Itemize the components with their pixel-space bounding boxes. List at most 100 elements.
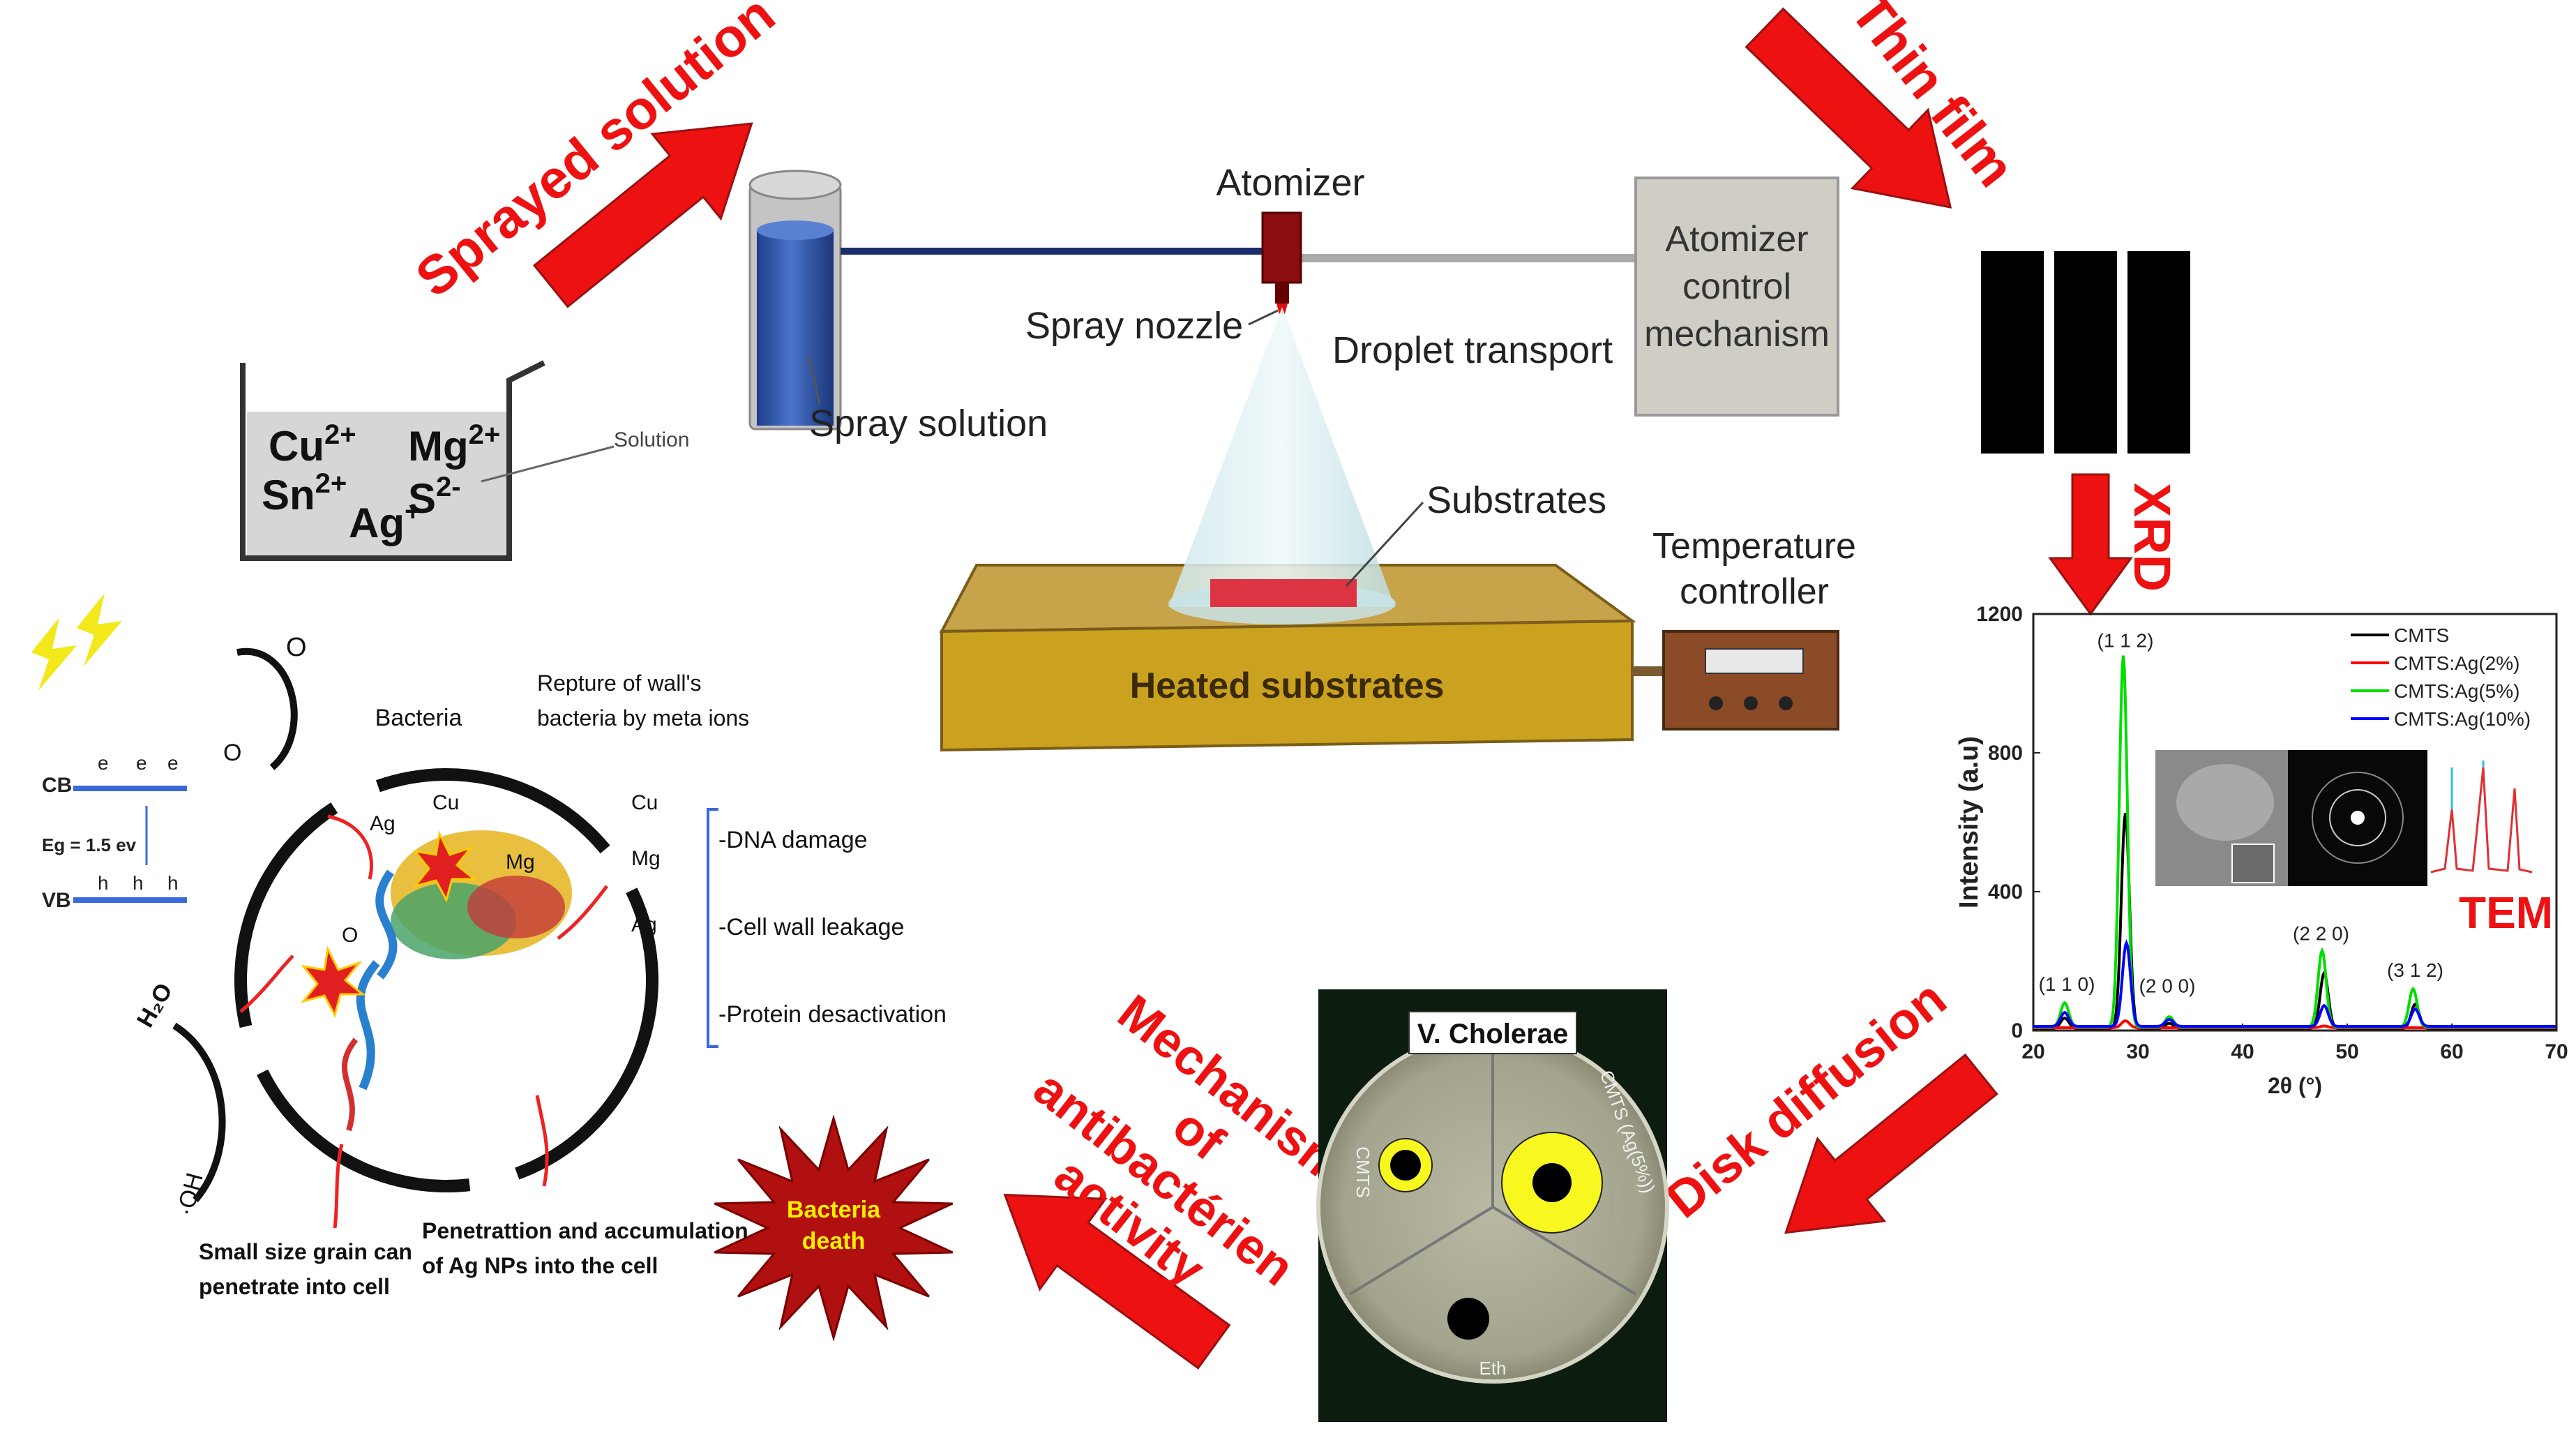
effect-dna: -DNA damage xyxy=(718,827,868,853)
svg-text:controller: controller xyxy=(1680,571,1829,612)
svg-text:bacteria by meta ions: bacteria by meta ions xyxy=(537,705,749,731)
x-tick-label: 70 xyxy=(2545,1040,2568,1063)
zone-eth xyxy=(1447,1298,1489,1340)
label-mechanism: Mechanism of antibactérien activity xyxy=(1023,984,1357,1298)
x-tick-label: 30 xyxy=(2126,1040,2149,1063)
arrow-sprayed-solution: Sprayed solution xyxy=(404,0,785,308)
svg-text:Cu: Cu xyxy=(631,791,658,814)
y-tick-label: 800 xyxy=(1988,742,2023,765)
substrate-slide xyxy=(1210,579,1357,607)
o2-radical-label: O xyxy=(223,740,241,766)
spray-solution-container: Spray solution xyxy=(748,170,1048,444)
x-tick-label: 40 xyxy=(2231,1040,2254,1063)
effect-wall: -Cell wall leakage xyxy=(718,914,904,941)
substrates-label: Substrates xyxy=(1426,479,1606,521)
ion-mg: Mg2+ xyxy=(408,419,500,470)
temperature-controller: Temperature controller xyxy=(1632,526,1856,731)
arrow-mechanism: Mechanism of antibactérien activity xyxy=(1003,984,1357,1370)
svg-text:Mg: Mg xyxy=(631,847,661,870)
peak-label: (1 1 0) xyxy=(2039,973,2095,995)
y-tick-label: 0 xyxy=(2011,1019,2023,1042)
svg-text:h: h xyxy=(133,872,144,894)
svg-text:Eg = 1.5 ev: Eg = 1.5 ev xyxy=(42,834,137,855)
svg-text:h: h xyxy=(167,872,179,894)
svg-text:Ag: Ag xyxy=(631,913,657,936)
ros-burst-icon-2 xyxy=(300,945,366,1019)
svg-text:e: e xyxy=(98,752,109,774)
sample-left-label: CMTS xyxy=(1353,1146,1373,1198)
svg-text:h: h xyxy=(98,872,109,894)
peak-label: (2 0 0) xyxy=(2139,975,2196,996)
spray-nozzle-label: Spray nozzle xyxy=(1025,305,1243,347)
svg-text:O: O xyxy=(342,924,358,947)
petri-dish-photo: V. Cholerae CMTS CMTS (Ag(5%)) Eth xyxy=(1316,989,1669,1422)
svg-text:Cu: Cu xyxy=(432,791,459,814)
dna-helix xyxy=(375,869,398,980)
legend-label: CMTS xyxy=(2394,624,2449,646)
atomizer-control-box: Atomizer control mechanism xyxy=(1634,177,1839,417)
svg-text:mechanism: mechanism xyxy=(1644,314,1830,354)
oh-label: ·OH xyxy=(172,1170,209,1219)
o2-label: O xyxy=(286,633,307,662)
ion-ag: Ag+ xyxy=(349,496,421,546)
svg-text:Ag: Ag xyxy=(370,812,396,835)
tem-label: TEM xyxy=(2459,887,2553,938)
x-tick-label: 50 xyxy=(2335,1040,2358,1063)
svg-text:control: control xyxy=(1682,267,1791,307)
svg-text:Small size grain can: Small size grain can xyxy=(199,1239,412,1264)
svg-text:e: e xyxy=(136,752,147,774)
ros-burst-icon xyxy=(412,830,478,904)
thin-film-samples xyxy=(1981,251,2190,454)
droplet-transport-label: Droplet transport xyxy=(1332,329,1613,371)
ion-cu: Cu2+ xyxy=(269,419,356,470)
svg-text:Atomizer: Atomizer xyxy=(1216,162,1364,204)
legend-label: CMTS:Ag(2%) xyxy=(2394,652,2519,674)
svg-text:CB: CB xyxy=(42,774,72,797)
heated-substrates-label: Heated substrates xyxy=(1130,666,1445,706)
petri-title: V. Cholerae xyxy=(1417,1019,1568,1049)
svg-text:penetrate into cell: penetrate into cell xyxy=(199,1274,390,1299)
ion-s: S2- xyxy=(408,472,461,522)
effect-protein: -Protein desactivation xyxy=(718,1001,947,1028)
svg-text:Temperature: Temperature xyxy=(1652,526,1856,567)
svg-text:Atomizer: Atomizer xyxy=(1665,219,1808,260)
solution-label: Solution xyxy=(614,428,689,451)
solution-beaker: Cu2+ Mg2+ Sn2+ Ag+ S2- Solution xyxy=(240,360,689,561)
tem-inset: TEM xyxy=(2155,750,2553,938)
xrd-chart: Intensity (a.u) 2θ (°) 20 30 40 50 60 70 0 400 8… xyxy=(1954,603,2568,1098)
arrow-xrd: XRD xyxy=(2048,473,2181,616)
legend-label: CMTS:Ag(5%) xyxy=(2394,680,2519,702)
svg-text:death: death xyxy=(802,1228,866,1254)
svg-text:VB: VB xyxy=(42,889,71,912)
band-diagram: CB e e e Eg = 1.5 ev VB h h h xyxy=(31,593,187,912)
x-axis-label: 2θ (°) xyxy=(2268,1073,2322,1098)
mechanism-cell-diagram: O O Bacteria Repture of wall's bacteria … xyxy=(132,633,947,1299)
sample-bottom-label: Eth xyxy=(1479,1358,1506,1379)
ion-sn: Sn2+ xyxy=(262,468,347,518)
x-tick-label: 60 xyxy=(2440,1040,2463,1063)
lightning-icon-2 xyxy=(77,593,122,666)
bacteria-death-starburst: Bacteria death xyxy=(714,1114,954,1342)
y-axis-label: Intensity (a.u) xyxy=(1954,736,1984,908)
svg-text:Bacteria: Bacteria xyxy=(787,1197,881,1223)
peak-label: (1 1 2) xyxy=(2097,629,2154,651)
peak-label: (2 2 0) xyxy=(2293,923,2349,945)
svg-text:Repture of wall's: Repture of wall's xyxy=(537,671,702,696)
plot-frame xyxy=(2032,613,2558,1032)
y-tick-label: 1200 xyxy=(1976,603,2023,626)
h2o-label: H₂O xyxy=(132,979,178,1032)
spray-cone xyxy=(1168,307,1396,624)
svg-text:Penetrattion and accumulation: Penetrattion and accumulation xyxy=(422,1218,748,1243)
x-tick-label: 20 xyxy=(2021,1040,2044,1063)
lightning-icon xyxy=(31,617,77,691)
spray-solution-label: Spray solution xyxy=(809,403,1048,444)
atomizer: Atomizer xyxy=(1216,162,1365,314)
series-line-3 xyxy=(2033,939,2556,1028)
label-xrd: XRD xyxy=(2123,483,2181,592)
peak-label: (3 1 2) xyxy=(2387,959,2443,981)
svg-text:Mg: Mg xyxy=(506,851,535,874)
bacteria-label: Bacteria xyxy=(375,705,462,731)
svg-text:of Ag NPs into the cell: of Ag NPs into the cell xyxy=(422,1253,658,1278)
y-tick-label: 400 xyxy=(1988,881,2023,904)
